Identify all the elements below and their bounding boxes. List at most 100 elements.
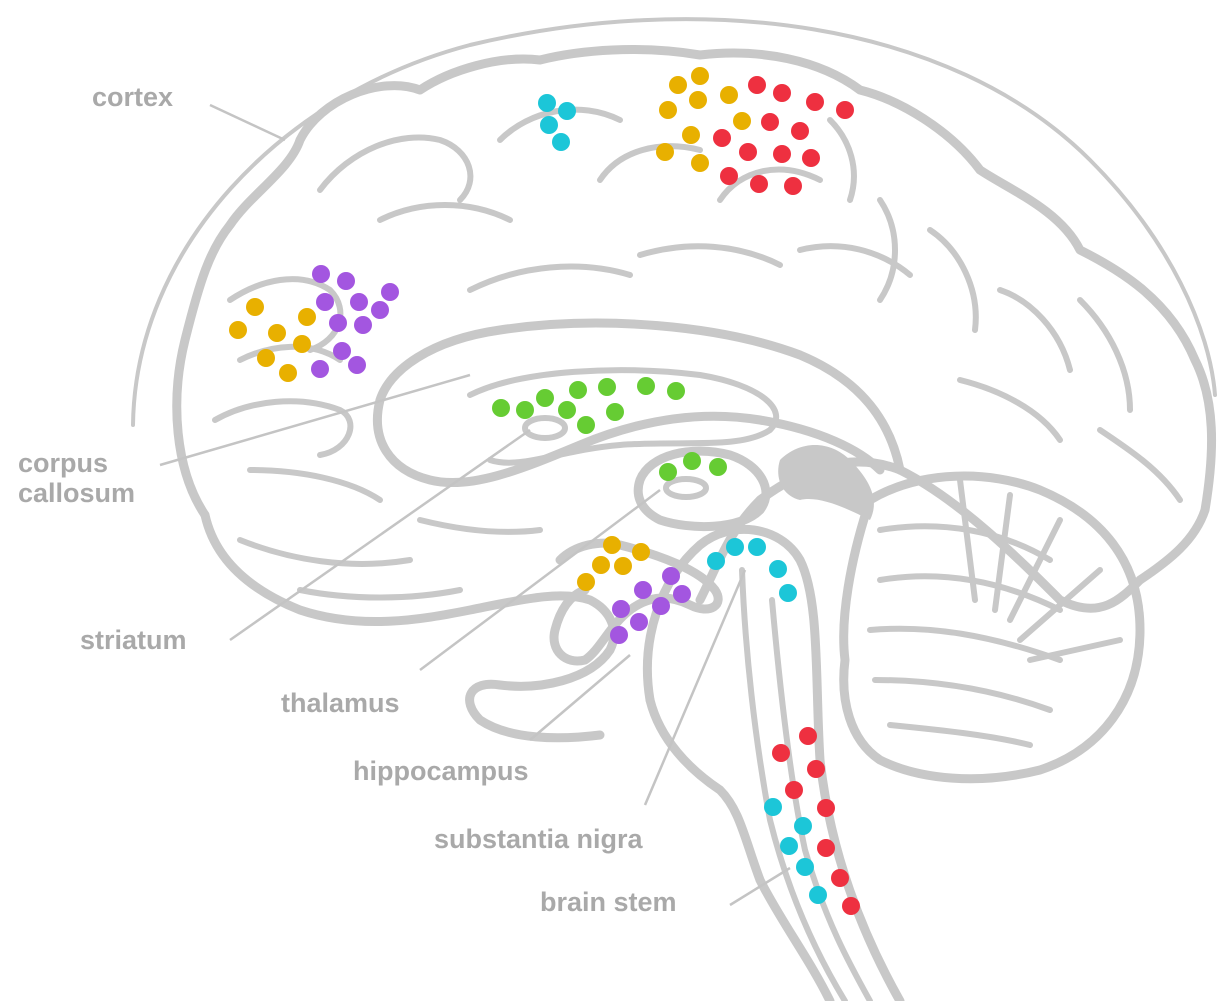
dot [799,727,817,745]
dot [791,122,809,140]
dot [610,626,628,644]
dot [691,154,709,172]
dot [720,167,738,185]
dot [516,401,534,419]
dot [773,84,791,102]
thalamus-inner [666,479,706,497]
leader-hippocampus [530,655,630,740]
dot [780,837,798,855]
dot [612,600,630,618]
dot [329,314,347,332]
dot [750,175,768,193]
dots-frontal-yellow [229,298,316,382]
label-corpus-callosum-1: corpus [18,448,108,478]
hippocampus-shape [554,543,718,661]
dot [784,177,802,195]
label-striatum: striatum [80,625,187,655]
dot [669,76,687,94]
dot [333,342,351,360]
dot [312,265,330,283]
dot [659,101,677,119]
dot [779,584,797,602]
dot [354,316,372,334]
dot [298,308,316,326]
label-substantia-nigra: substantia nigra [434,824,644,854]
thalamus-shape [638,451,766,526]
dot [577,573,595,591]
dot [817,839,835,857]
dot [279,364,297,382]
dot [709,458,727,476]
dot [614,557,632,575]
dots-cortex-cyan [538,94,576,151]
dot [257,349,275,367]
dot [592,556,610,574]
dots-motor-cortex-yellow [656,67,751,172]
dot [764,798,782,816]
dot [632,543,650,561]
dot [713,129,731,147]
dot [293,335,311,353]
dot [683,452,701,470]
dot [558,401,576,419]
cerebellum-folia-2 [960,480,1120,660]
dot [720,86,738,104]
dot [652,597,670,615]
dot [350,293,368,311]
leader-thalamus [420,490,660,670]
dot [809,886,827,904]
dot [659,463,677,481]
dot [707,552,725,570]
cerebellum-folia-1 [870,526,1060,745]
dot [691,67,709,85]
dot [831,869,849,887]
dot [806,93,824,111]
dot [836,101,854,119]
label-hippocampus: hippocampus [353,756,529,786]
dot [769,560,787,578]
dot [748,76,766,94]
leader-cortex [210,105,285,140]
dot [606,403,624,421]
dot [796,858,814,876]
dot [794,817,812,835]
dot [634,581,652,599]
label-brain-stem: brain stem [540,887,677,917]
dot [598,378,616,396]
dot [773,145,791,163]
dot [739,143,757,161]
dot [748,538,766,556]
dot [656,143,674,161]
dot [630,613,648,631]
striatum-outline [525,418,565,438]
dot [311,360,329,378]
dot [772,744,790,762]
dots-frontal-purple [311,265,399,378]
brain-stem-inner-2 [772,600,870,1001]
dot [337,272,355,290]
dot [662,567,680,585]
dot [381,283,399,301]
dot [558,102,576,120]
dot [371,301,389,319]
dot [817,799,835,817]
dot [577,416,595,434]
dot [807,760,825,778]
dot [229,321,247,339]
dot [637,377,655,395]
dot [842,897,860,915]
dot [536,389,554,407]
dot [492,399,510,417]
label-cortex: cortex [92,82,173,112]
dot [761,113,779,131]
dot [569,381,587,399]
dot [667,382,685,400]
dot [733,112,751,130]
dot [348,356,366,374]
gyrus-lines-frontal [215,279,380,500]
dot [552,133,570,151]
dot [682,126,700,144]
dot [603,536,621,554]
